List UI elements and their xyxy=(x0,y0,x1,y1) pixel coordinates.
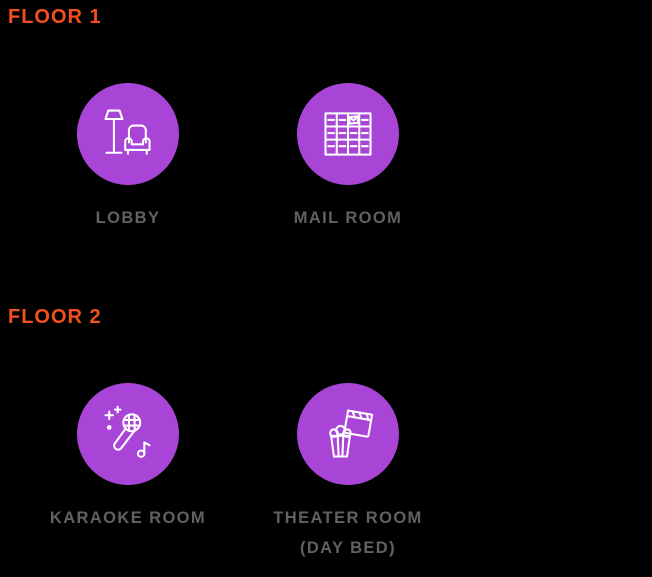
karaoke-room-label: KARAOKE ROOM xyxy=(49,509,207,527)
karaoke-icon-circle xyxy=(77,383,179,485)
lobby-icon-circle xyxy=(77,83,179,185)
theater-icon xyxy=(329,409,374,458)
theater-room-sublabel: (DAY BED) xyxy=(299,539,397,557)
room-lobby: LOBBY xyxy=(18,83,238,228)
theater-room-label: THEATER ROOM xyxy=(273,509,423,527)
mail-room-icon xyxy=(324,112,372,156)
theater-icon-circle xyxy=(297,383,399,485)
lobby-label: LOBBY xyxy=(95,209,161,227)
mail-room-icon-circle xyxy=(297,83,399,185)
room-karaoke: KARAOKE ROOM xyxy=(18,383,238,528)
floor-2-heading: FLOOR 2 xyxy=(8,306,102,328)
mail-room-label: MAIL ROOM xyxy=(293,209,403,227)
karaoke-icon xyxy=(104,405,151,458)
floor-1-heading: FLOOR 1 xyxy=(8,6,102,28)
room-theater: THEATER ROOM (DAY BED) xyxy=(238,383,458,558)
lobby-icon xyxy=(104,109,151,155)
room-mail-room: MAIL ROOM xyxy=(238,83,458,228)
